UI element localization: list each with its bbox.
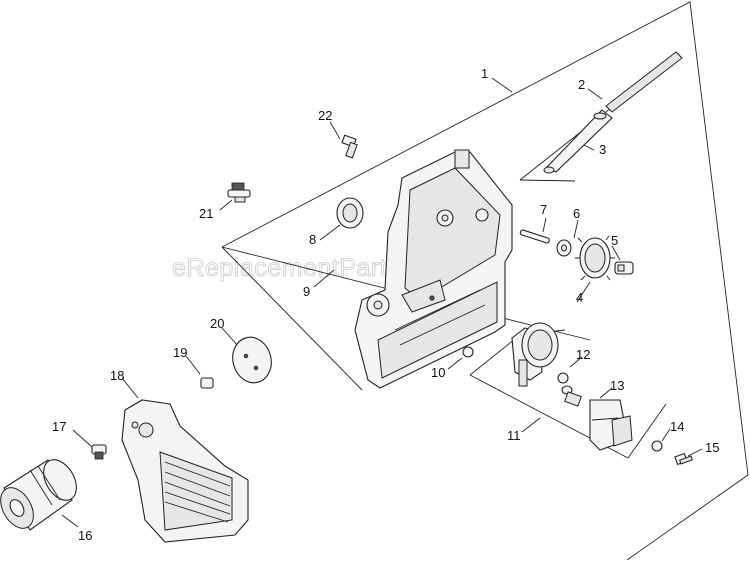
filter-housing-18 (121, 399, 249, 543)
callout-9: 9 (303, 284, 310, 299)
plug-19 (200, 377, 214, 389)
callout-18: 18 (110, 368, 124, 383)
gear-cover-housing (354, 149, 513, 389)
callout-3: 3 (599, 142, 606, 157)
callout-12: 12 (576, 347, 590, 362)
gasket-plate-20 (232, 336, 272, 384)
callout-20: 20 (210, 316, 224, 331)
callout-8: 8 (309, 232, 316, 247)
callout-1: 1 (481, 66, 488, 81)
callout-15: 15 (705, 440, 719, 455)
callout-4: 4 (576, 290, 583, 305)
callout-10: 10 (431, 365, 445, 380)
pressure-switch-21 (227, 182, 251, 203)
callout-6: 6 (573, 206, 580, 221)
callout-17: 17 (52, 419, 66, 434)
oil-filter-16 (0, 459, 77, 531)
callout-7: 7 (540, 202, 547, 217)
callout-14: 14 (670, 419, 684, 434)
callout-16: 16 (78, 528, 92, 543)
screw-22 (341, 134, 358, 159)
o-ring-10 (462, 346, 474, 358)
callout-11: 11 (507, 428, 521, 443)
callout-22: 22 (318, 108, 332, 123)
washer-14 (651, 440, 663, 452)
relief-valve-12 (557, 372, 582, 407)
callout-labels: 1 2 3 4 5 6 7 8 9 10 11 12 13 14 15 16 1… (52, 66, 719, 543)
callout-13: 13 (610, 378, 624, 393)
leader-lines (61, 77, 703, 528)
oil-pump-assembly-11 (511, 322, 559, 387)
callout-19: 19 (173, 345, 187, 360)
screw-15 (674, 452, 693, 466)
dipstick-assembly (543, 51, 683, 174)
callout-21: 21 (199, 206, 213, 221)
pin-7 (519, 229, 550, 244)
callout-2: 2 (578, 77, 585, 92)
washer-6 (556, 239, 572, 257)
fitting-17 (91, 444, 107, 460)
oil-pickup-13 (589, 399, 633, 451)
callout-5: 5 (611, 233, 618, 248)
plug-5 (614, 261, 634, 275)
oil-seal (336, 197, 364, 229)
governor-gear-4 (575, 235, 615, 281)
